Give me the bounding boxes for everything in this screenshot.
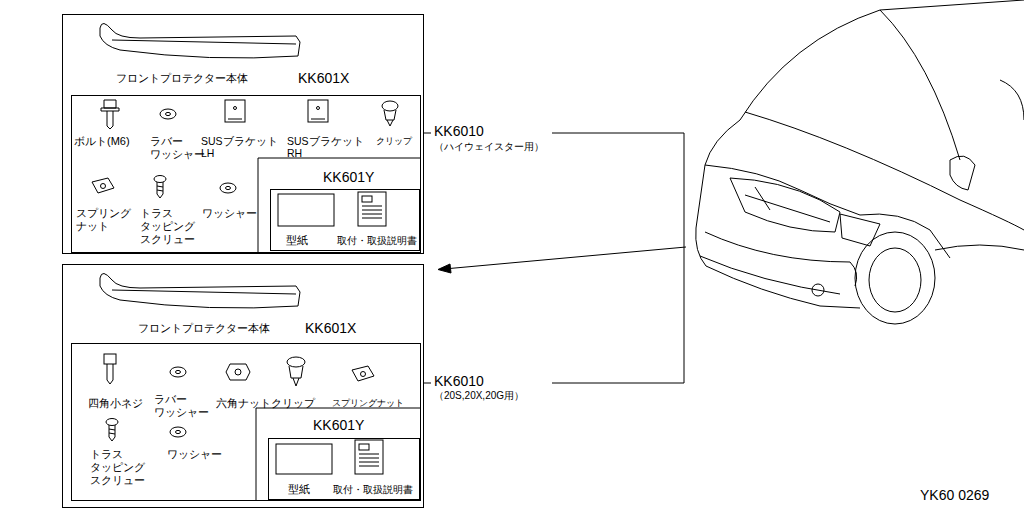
square-screw-icon [104,354,116,384]
bracket-icon [225,100,245,122]
part-name: ラバー ワッシャー [150,135,208,161]
part-name: SUSブラケット LH [201,135,287,160]
manual-icon [358,192,386,226]
washer-icon [220,183,236,193]
protector-edge [112,40,296,44]
clip-icon [382,101,398,126]
tapping-screw-icon [106,419,118,442]
bolt-icon [101,100,119,129]
part-number: KK601Y [313,417,364,434]
part-name: クリップ [376,135,412,146]
leader-line [424,133,431,383]
part-name: 型紙 [286,234,308,247]
washer-icon [170,427,186,437]
part-name: SUSブラケット RH [287,135,373,160]
location-arrow [444,247,686,269]
washer-icon [170,367,186,377]
document-box: KK601Y型紙取付・取扱説明書 [270,189,420,251]
kit-number: KK6010 [434,124,484,139]
part-name: ボルト(M6) [74,135,130,148]
template-sheet-icon [278,194,334,226]
bracket-icon [308,100,328,122]
kit-box: フロントプロテクター本体 KK601X 四角小ネジラバー ワッシャー六角ナットクリッ… [62,264,424,508]
spring-nut-icon [92,178,114,193]
washer-icon [160,109,176,119]
part-name: 取付・取扱説明書 [337,235,417,247]
kit-box: フロントプロテクター本体KK601Xボルト(M6)ラバー ワッシャーSUSブラケ… [62,14,424,254]
part-name: 四角小ネジ [88,397,143,410]
clip-icon [287,357,305,386]
spring-nut-icon [352,366,374,381]
part-number: KK601X [305,320,356,337]
part-name: トラス タッピング スクリュー [140,207,202,246]
part-name: 取付・取扱説明書 [333,484,413,496]
group-bracket [256,408,420,500]
parts-box: KK601Xボルト(M6)ラバー ワッシャーSUSブラケット LHSUSブラケッ… [71,95,421,253]
part-number: KK601X [298,70,349,87]
part-name: 型紙 [288,483,310,496]
part-name: スプリングナット [332,397,404,408]
arrow-head [438,264,451,273]
part-name: ワッシャー [167,448,222,461]
protector-body [100,23,300,58]
kit-number: KK6010 [434,374,484,389]
part-name: フロントプロテクター本体 [116,72,248,85]
protector-edge [112,290,296,294]
document-box: KK601Y型紙取付・取扱説明書 [268,438,420,500]
kit-bracket [552,133,684,383]
part-name: フロントプロテクター本体 [138,322,270,335]
group-bracket [258,158,420,252]
kit-variant: （20S,20X,20G用） [434,390,524,401]
part-name: トラス タッピング スクリュー [90,448,152,487]
protector-body [100,273,300,308]
car-illustration [696,0,1024,324]
diagram-code: YK60 0269 [920,488,989,503]
part-number: KK601Y [323,169,374,186]
part-name: ラバー ワッシャー [154,393,212,419]
tapping-screw-icon [154,176,166,199]
kit-variant: （ハイウェイスター用） [434,141,544,152]
part-name: ワッシャー [202,207,257,220]
hex-nut-clip-icon [226,364,250,380]
template-sheet-icon [276,444,332,474]
manual-icon [355,440,383,474]
part-name: 六角ナットクリップ [216,397,315,409]
part-name: スプリング ナット [76,207,136,233]
parts-box: KK601X四角小ネジラバー ワッシャー六角ナットクリップスプリングナットトラス… [71,343,421,501]
